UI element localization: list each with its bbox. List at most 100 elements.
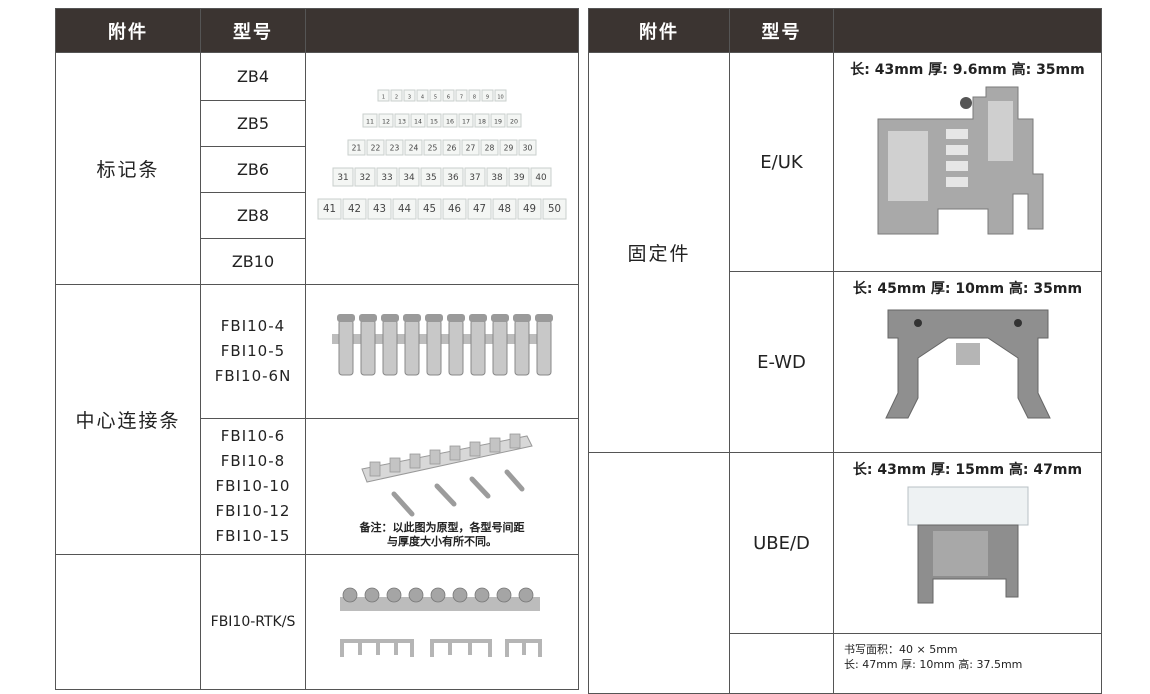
marker-tag-number: 9 bbox=[486, 94, 489, 100]
marker-tag-number: 32 bbox=[359, 173, 370, 183]
marker-tag bbox=[416, 89, 429, 101]
marker-tag bbox=[464, 167, 486, 186]
marker-tag-number: 37 bbox=[469, 173, 480, 183]
accessory-ube-empty bbox=[588, 452, 730, 694]
marker-tag-number: 5 bbox=[434, 94, 437, 100]
marker-tag bbox=[480, 139, 499, 155]
marker-tag-number: 3 bbox=[408, 94, 411, 100]
marker-tag-number: 12 bbox=[382, 118, 390, 125]
marker-tag bbox=[508, 167, 530, 186]
marker-tag bbox=[394, 113, 410, 127]
marker-tag-number: 49 bbox=[523, 204, 536, 215]
e-uk-end-bracket-image bbox=[877, 86, 1043, 235]
last-writing-area: 书写面积：40 × 5mm bbox=[844, 643, 958, 656]
marker-tag-number: 28 bbox=[485, 143, 495, 152]
marker-tag bbox=[530, 167, 552, 186]
marker-tag-number: 40 bbox=[535, 173, 547, 183]
marker-tag bbox=[429, 89, 442, 101]
marker-tag-number: 33 bbox=[381, 173, 392, 183]
model-e-uk: E/UK bbox=[729, 52, 834, 272]
accessory-rtk-empty bbox=[55, 554, 201, 690]
last-dimensions: 长: 47mm 厚: 10mm 高: 37.5mm bbox=[844, 658, 1023, 671]
accessory-marker-strip: 标记条 bbox=[55, 52, 201, 285]
marker-tag bbox=[410, 113, 426, 127]
marker-tag-number: 41 bbox=[323, 204, 336, 215]
marker-tag bbox=[442, 167, 464, 186]
marker-tag-number: 13 bbox=[398, 118, 406, 125]
marker-tag-number: 10 bbox=[497, 94, 503, 100]
ube-end-stop-image bbox=[907, 486, 1028, 604]
marker-tag bbox=[490, 113, 506, 127]
model-e-wd: E-WD bbox=[729, 271, 834, 453]
marker-tag-number: 16 bbox=[446, 118, 454, 125]
marker-tag-number: 26 bbox=[447, 143, 457, 152]
marker-tag-number: 17 bbox=[462, 118, 470, 125]
marker-tag-number: 25 bbox=[428, 143, 438, 152]
e-wd-image-cell: 长: 45mm 厚: 10mm 高: 35mm bbox=[833, 271, 1102, 453]
connector-note: 备注：以此图为原型，各型号间距 与厚度大小有所不同。 bbox=[306, 521, 578, 549]
marker-tag bbox=[392, 198, 417, 219]
marker-tag-number: 19 bbox=[494, 118, 502, 125]
marker-tag-number: 8 bbox=[473, 94, 476, 100]
marker-tag-number: 21 bbox=[352, 143, 362, 152]
marker-tag bbox=[390, 89, 403, 101]
right-accessory-table: 附件 型号 固定件 E/UK 长: 43mm 厚: 9.6mm 高: 35mm … bbox=[588, 8, 1102, 694]
marker-tag bbox=[426, 113, 442, 127]
marker-tag-number: 39 bbox=[513, 173, 525, 183]
marker-tag bbox=[517, 198, 542, 219]
model-last-empty bbox=[729, 633, 834, 694]
marker-tag-number: 11 bbox=[366, 118, 374, 125]
header-model: 型号 bbox=[200, 8, 306, 53]
marker-tag bbox=[423, 139, 442, 155]
ube-dimensions: 长: 43mm 厚: 15mm 高: 47mm bbox=[852, 462, 1083, 478]
marker-tag bbox=[474, 113, 490, 127]
header-image bbox=[305, 8, 579, 53]
marker-tag-number: 6 bbox=[447, 94, 450, 100]
marker-tag bbox=[486, 167, 508, 186]
marker-tag bbox=[417, 198, 442, 219]
accessory-center-connector: 中心连接条 bbox=[55, 284, 201, 555]
last-image-cell: 书写面积：40 × 5mm 长: 47mm 厚: 10mm 高: 37.5mm bbox=[833, 633, 1102, 694]
marker-tag bbox=[481, 89, 494, 101]
model-zb8: ZB8 bbox=[200, 192, 306, 239]
marker-tag bbox=[467, 198, 492, 219]
marker-tag bbox=[347, 139, 366, 155]
e-uk-dimensions: 长: 43mm 厚: 9.6mm 高: 35mm bbox=[850, 62, 1085, 78]
marker-tag bbox=[404, 139, 423, 155]
marker-tag-number: 47 bbox=[473, 204, 486, 215]
model-zb6: ZB6 bbox=[200, 146, 306, 193]
marker-tag-number: 48 bbox=[498, 204, 511, 215]
marker-tag bbox=[385, 139, 404, 155]
marker-tag bbox=[332, 167, 354, 186]
right-header-row: 附件 型号 bbox=[588, 8, 1102, 53]
marker-tag bbox=[518, 139, 537, 155]
model-ube-d: UBE/D bbox=[729, 452, 834, 634]
marker-tag-number: 22 bbox=[371, 143, 381, 152]
marker-tag bbox=[461, 139, 480, 155]
marker-tag bbox=[499, 139, 518, 155]
marker-tag bbox=[442, 139, 461, 155]
connector-note-line2: 与厚度大小有所不同。 bbox=[387, 535, 497, 548]
marker-tag bbox=[420, 167, 442, 186]
marker-tag-number: 15 bbox=[430, 118, 438, 125]
marker-tag-number: 45 bbox=[423, 204, 436, 215]
marker-tag-number: 4 bbox=[421, 94, 424, 100]
marker-tag-number: 42 bbox=[348, 204, 361, 215]
marker-tag-number: 46 bbox=[448, 204, 461, 215]
header-accessory: 附件 bbox=[588, 8, 730, 53]
marker-tag bbox=[342, 198, 367, 219]
marker-tag bbox=[377, 89, 390, 101]
connector-image-cell-1 bbox=[305, 284, 579, 419]
marker-tag bbox=[367, 198, 392, 219]
connector-models-group1: FBI10-4 FBI10-5 FBI10-6N bbox=[200, 284, 306, 419]
model-zb4: ZB4 bbox=[200, 52, 306, 101]
marker-tag bbox=[494, 89, 507, 101]
model-fbi10-8: FBI10-8 bbox=[220, 452, 286, 470]
marker-tag-number: 23 bbox=[390, 143, 400, 152]
marker-tag bbox=[317, 198, 342, 219]
model-fbi10-10: FBI10-10 bbox=[215, 477, 291, 495]
marker-tag bbox=[442, 198, 467, 219]
